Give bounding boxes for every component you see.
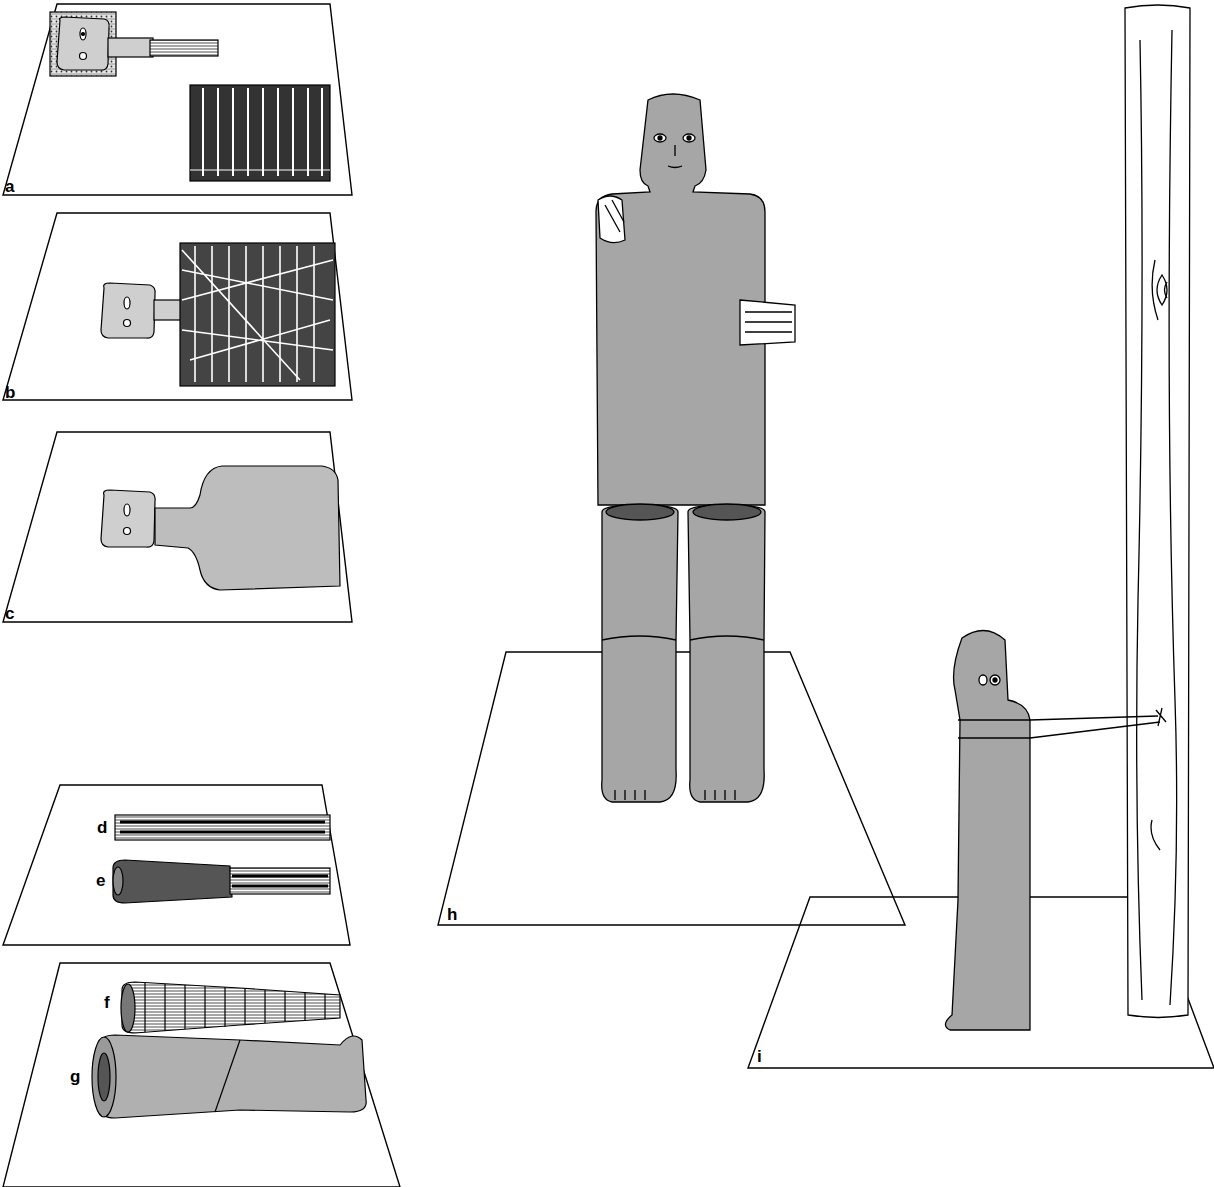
panel-letter: f — [104, 994, 110, 1011]
panel-c-parts — [101, 466, 340, 590]
panel-letter: h — [447, 906, 457, 923]
panel-letter: a — [5, 178, 14, 195]
panel-letter: g — [70, 1068, 80, 1085]
panel-letter: b — [5, 384, 15, 401]
panel-b-parts — [101, 243, 335, 386]
panel-de-parts — [113, 815, 330, 903]
panel-letter: c — [5, 605, 14, 622]
panel-letter: i — [757, 1048, 762, 1065]
panel-letter: e — [96, 872, 105, 889]
panel-i-parts — [945, 5, 1190, 1030]
panel-a-parts — [50, 12, 330, 181]
panel-outlines — [3, 4, 1214, 1187]
panel-letter: d — [97, 819, 107, 836]
panel-fg-parts — [92, 982, 366, 1118]
panel-h-parts — [596, 94, 795, 802]
